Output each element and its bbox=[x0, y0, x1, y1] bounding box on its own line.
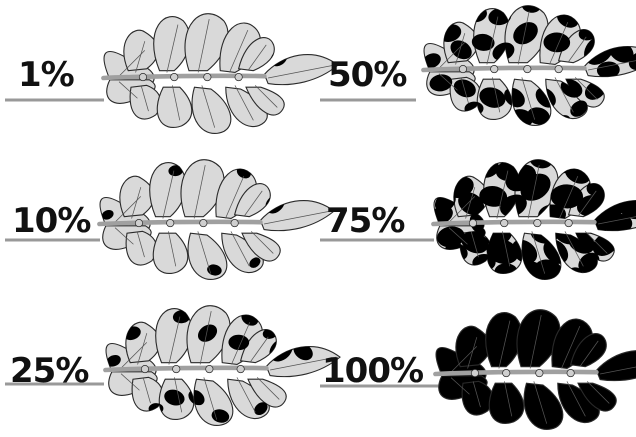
stipule bbox=[237, 365, 244, 372]
stipule bbox=[524, 65, 531, 72]
severity-panel: 50% bbox=[320, 0, 636, 135]
stipule bbox=[231, 219, 238, 226]
stipule bbox=[204, 73, 211, 80]
stipule bbox=[459, 65, 466, 72]
stipule bbox=[565, 219, 572, 226]
stipule bbox=[167, 219, 174, 226]
severity-panel: 75% bbox=[320, 149, 636, 292]
severity-label: 25% bbox=[10, 351, 88, 391]
severity-label: 1% bbox=[18, 55, 74, 95]
severity-label: 10% bbox=[12, 201, 90, 241]
potato-leaf-icon bbox=[428, 149, 636, 292]
stipule bbox=[139, 73, 146, 80]
potato-leaf-icon bbox=[105, 306, 340, 426]
severity-panel: 10% bbox=[5, 160, 334, 280]
severity-panel: 100% bbox=[320, 310, 636, 430]
severity-label: 75% bbox=[326, 201, 404, 241]
stipule bbox=[555, 65, 562, 72]
potato-leaf-icon bbox=[435, 310, 636, 430]
potato-leaf-icon bbox=[103, 14, 338, 134]
stipule bbox=[501, 219, 508, 226]
potato-leaf-icon bbox=[99, 160, 334, 280]
stipule bbox=[471, 369, 478, 376]
severity-label: 100% bbox=[322, 351, 423, 391]
stipule bbox=[173, 365, 180, 372]
stipule bbox=[200, 219, 207, 226]
stipule bbox=[235, 73, 242, 80]
severity-panel: 1% bbox=[5, 14, 338, 134]
stipule bbox=[171, 73, 178, 80]
stipule bbox=[503, 369, 510, 376]
stipule bbox=[534, 219, 541, 226]
potato-leaf-icon bbox=[420, 0, 636, 135]
stipule bbox=[536, 369, 543, 376]
stipule bbox=[567, 369, 574, 376]
stipule bbox=[135, 219, 142, 226]
stipule bbox=[491, 65, 498, 72]
stipule bbox=[141, 365, 148, 372]
severity-label: 50% bbox=[328, 55, 406, 95]
severity-panel: 25% bbox=[5, 306, 340, 426]
stipule bbox=[206, 365, 213, 372]
stipule bbox=[469, 219, 476, 226]
